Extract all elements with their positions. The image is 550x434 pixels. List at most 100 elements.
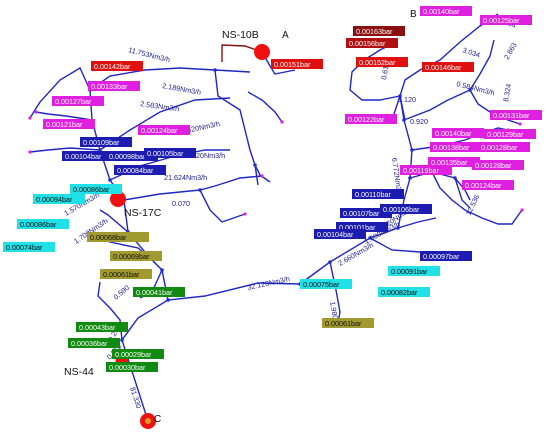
pressure-label-text: 0.00069bar xyxy=(113,252,150,261)
pressure-label-box[interactable]: 0.00152bar xyxy=(356,57,408,67)
pressure-label-text: 0.00124bar xyxy=(141,126,178,135)
pressure-label-box[interactable]: 0.00030bar xyxy=(106,362,158,372)
flow-label: 1.980 xyxy=(328,301,340,320)
pressure-label-text: 0.00131bar xyxy=(493,111,530,120)
pressure-label-text: 0.00068bar xyxy=(90,233,127,242)
pressure-label-box[interactable]: 0.00097bar xyxy=(420,251,472,261)
pressure-label-box[interactable]: 0.00140bar xyxy=(432,128,484,138)
pressure-label-text: 0.00140bar xyxy=(435,129,472,138)
pressure-label-text: 0.00086bar xyxy=(73,185,110,194)
pressure-label-box[interactable]: 0.00109bar xyxy=(80,137,132,147)
pressure-label-box[interactable]: 0.00075bar xyxy=(300,279,352,289)
pressure-label-text: 0.00163bar xyxy=(356,27,393,36)
pressure-label-text: 0.00105bar xyxy=(147,149,184,158)
pressure-label-text: 0.00061bar xyxy=(325,319,362,328)
pressure-label-box[interactable]: 0.00151bar xyxy=(271,59,323,69)
pressure-label-text: 0.00142bar xyxy=(94,62,131,71)
pressure-label-box[interactable]: 0.00142bar xyxy=(91,61,143,71)
pressure-label-box[interactable]: 0.00156bar xyxy=(346,38,398,48)
pressure-label-text: 0.00075bar xyxy=(303,280,340,289)
pressure-label-text: 0.00119bar xyxy=(403,166,439,175)
pressure-label-box[interactable]: 0.00135bar xyxy=(428,157,480,167)
pressure-label-text: 0.00043bar xyxy=(79,323,116,332)
pressure-label-box[interactable]: 0.00082bar xyxy=(378,287,430,297)
pressure-label-box[interactable]: 0.00106bar xyxy=(380,204,432,214)
pressure-label-box[interactable]: 0.00107bar xyxy=(340,208,392,218)
pressure-label-text: 0.00133bar xyxy=(91,82,128,91)
pressure-label-box[interactable]: 0.00138bar xyxy=(430,142,482,152)
pressure-label-text: 0.00091bar xyxy=(391,267,428,276)
pressure-label-box[interactable]: 0.00069bar xyxy=(110,251,162,261)
pressure-label-box[interactable]: 0.00043bar xyxy=(76,322,128,332)
pressure-label-box[interactable]: 0.00036bar xyxy=(68,338,120,348)
pressure-label-box[interactable]: 0.00133bar xyxy=(88,81,140,91)
pressure-label-box[interactable]: 0.00121bar xyxy=(43,119,95,129)
pressure-label-box[interactable]: 0.00127bar xyxy=(52,96,104,106)
pressure-label-box[interactable]: 0.00110bar xyxy=(352,189,404,199)
pressure-label-box[interactable]: 0.00086bar xyxy=(70,184,122,194)
pressure-label-box[interactable]: 0.00129bar xyxy=(484,129,536,139)
node-ns17c-marker[interactable] xyxy=(110,191,126,207)
pressure-label-box[interactable]: 0.00124bar xyxy=(138,125,190,135)
pressure-label-box[interactable]: 0.00068bar xyxy=(87,232,149,242)
pressure-label-box[interactable]: 0.00125bar xyxy=(480,15,532,25)
pressure-label-box[interactable]: 0.00128bar xyxy=(478,142,530,152)
pressure-label-text: 0.00097bar xyxy=(423,252,460,261)
pressure-label-box[interactable]: 0.00146bar xyxy=(422,62,474,72)
corner-label-c: C xyxy=(154,414,161,425)
pressure-label-text: 0.00084bar xyxy=(117,166,154,175)
pressure-label-box[interactable]: 0.00140bar xyxy=(420,6,472,16)
pressure-label-box[interactable]: 0.00061bar xyxy=(100,269,152,279)
pressure-label-text: 0.00041bar xyxy=(136,288,173,297)
flow-label: 3.034 xyxy=(461,45,481,59)
pressure-label-text: 0.00128bar xyxy=(481,143,518,152)
pressure-label-text: 0.00106bar xyxy=(383,205,420,214)
pressure-label-box[interactable]: 0.00086bar xyxy=(17,219,69,229)
pressure-label-text: 0.00101bar xyxy=(339,223,376,232)
pressure-label-box[interactable]: 0.00105bar xyxy=(144,148,196,158)
pressure-label-text: 0.00122bar xyxy=(348,115,385,124)
pressure-label-text: 0.00098bar xyxy=(109,152,146,161)
pressure-label-box[interactable]: 0.00061bar xyxy=(322,318,374,328)
flow-label: 0.610 xyxy=(379,61,391,80)
pressure-labels: 0.00151bar 0.00142bar 0.00133bar 0.00127… xyxy=(3,6,542,372)
flow-label: 81.330 xyxy=(128,386,143,410)
pressure-label-box[interactable]: 0.00119bar xyxy=(400,165,452,175)
pressure-label-box[interactable]: 0.00122bar xyxy=(345,114,397,124)
pressure-label-box[interactable]: 0.00124bar xyxy=(462,180,514,190)
pressure-label-box[interactable]: 0.00104bar xyxy=(314,229,366,239)
pressure-label-box[interactable]: 0.00104bar xyxy=(62,151,114,161)
pressure-label-text: 0.00121bar xyxy=(46,120,83,129)
pressure-label-text: 0.00104bar xyxy=(317,230,354,239)
node-ns10b-marker[interactable] xyxy=(254,44,270,60)
pressure-label-text: 0.00151bar xyxy=(274,60,311,69)
pressure-label-box[interactable]: 0.00101bar xyxy=(336,222,388,232)
pressure-label-text: 0.00140bar xyxy=(423,7,460,16)
flow-label: 1.520Nm3/h xyxy=(186,151,225,160)
pressure-label-box[interactable]: 0.00163bar xyxy=(353,26,405,36)
pressure-label-box[interactable]: 0.00041bar xyxy=(133,287,185,297)
pressure-label-box[interactable]: 0.00074bar xyxy=(3,242,55,252)
pressure-label-text: 0.00061bar xyxy=(103,270,140,279)
pressure-label-text: 0.00124bar xyxy=(465,181,502,190)
pressure-label-box[interactable]: 0.00029bar xyxy=(112,349,164,359)
corner-label-a: A xyxy=(282,30,289,41)
pressure-label-text: 0.00109bar xyxy=(83,138,120,147)
flow-label: 2.863 xyxy=(502,41,519,61)
pressure-label-text: 0.00036bar xyxy=(71,339,108,348)
flow-label: 32.120Nm3/h xyxy=(247,274,291,292)
flow-label: 0.070 xyxy=(172,199,190,208)
pressure-label-box[interactable]: 0.00098bar xyxy=(106,151,158,161)
pressure-label-box[interactable]: 0.00084bar xyxy=(114,165,166,175)
pressure-label-text: 0.00127bar xyxy=(55,97,92,106)
flow-label: 2.583Nm3/h xyxy=(140,99,180,113)
node-name-ns10b: NS-10B xyxy=(222,29,259,41)
pressure-label-box[interactable]: 0.00128bar xyxy=(472,160,524,170)
pressure-label-box[interactable]: 0.00094bar xyxy=(33,194,85,204)
pressure-label-text: 0.00104bar xyxy=(65,152,102,161)
pressure-label-box[interactable]: 0.00091bar xyxy=(388,266,440,276)
pressure-label-box[interactable]: 0.00131bar xyxy=(490,110,542,120)
flow-label: 0.590 xyxy=(112,283,132,301)
pressure-label-text: 0.00094bar xyxy=(36,195,73,204)
